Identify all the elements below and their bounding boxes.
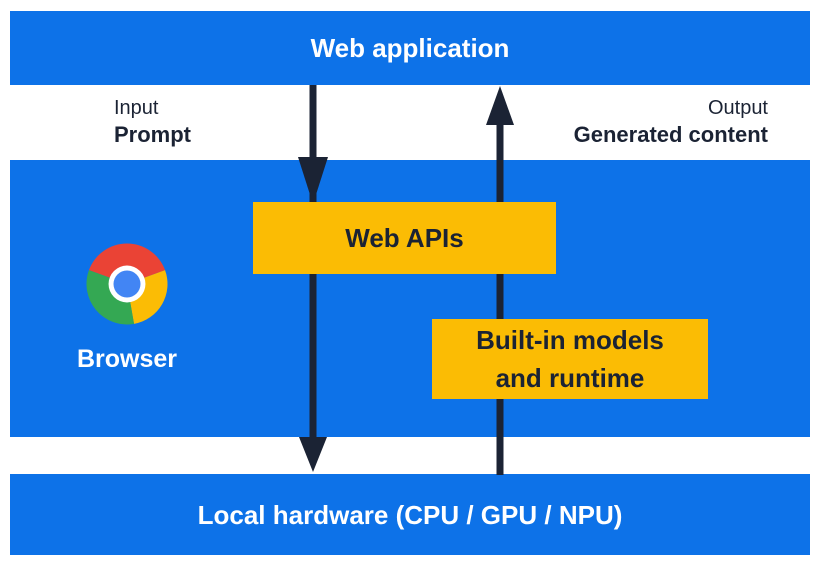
input-label-group: Input Prompt: [114, 95, 191, 149]
output-label-group: Output Generated content: [574, 95, 768, 149]
browser-badge: Browser: [47, 239, 207, 372]
output-label: Output: [707, 97, 768, 119]
local-hardware-layer: Local hardware (CPU / GPU / NPU): [10, 474, 810, 555]
browser-label: Browser: [76, 345, 178, 373]
web-application-label: Web application: [310, 33, 510, 63]
output-sublabel-generated-content: Generated content: [573, 122, 768, 147]
chrome-logo-icon: [86, 243, 168, 325]
web-application-layer: Web application: [10, 11, 810, 85]
built-in-models-box: Built-in models and runtime: [432, 319, 708, 399]
input-label: Input: [114, 97, 159, 119]
input-sublabel-prompt: Prompt: [114, 122, 191, 147]
built-in-models-label-line2: and runtime: [495, 363, 645, 393]
built-in-models-label-line1: Built-in models: [476, 325, 664, 355]
web-apis-label: Web APIs: [345, 223, 464, 253]
web-apis-box: Web APIs: [253, 202, 556, 274]
local-hardware-label: Local hardware (CPU / GPU / NPU): [197, 499, 623, 530]
